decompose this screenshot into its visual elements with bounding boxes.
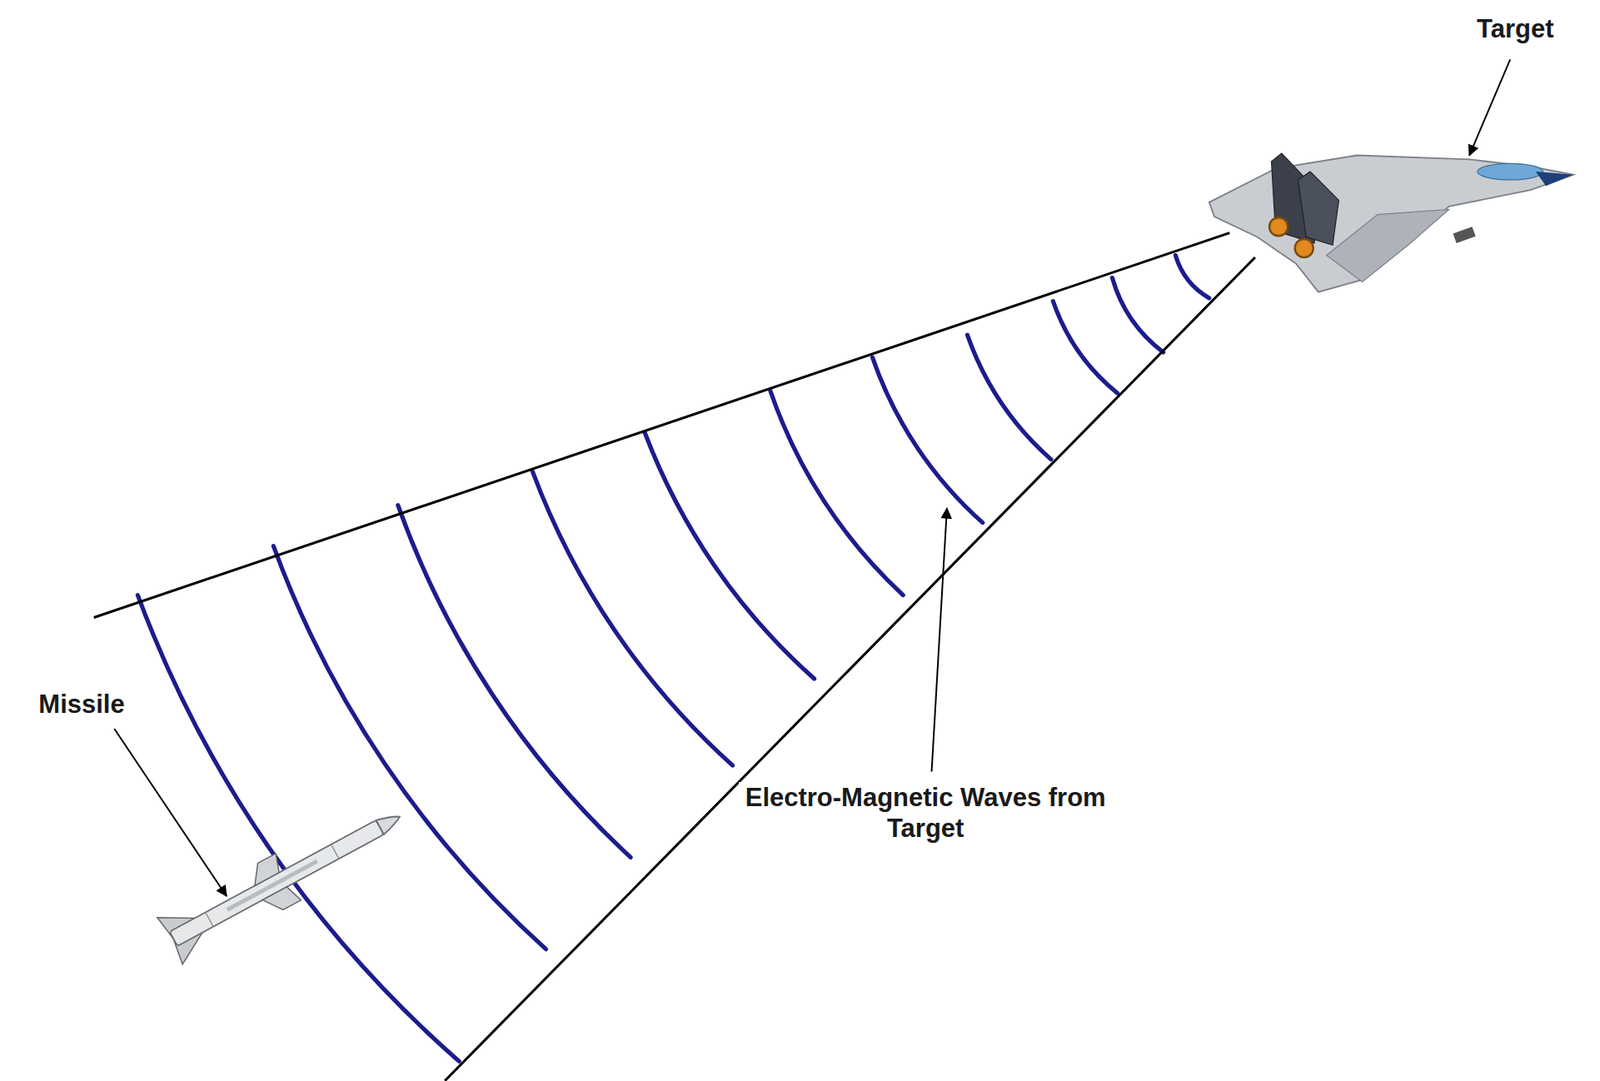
target-label: Target: [1476, 13, 1554, 45]
leader-arrow: [114, 728, 227, 897]
missile-label: Missile: [38, 688, 125, 720]
beam-edge: [94, 233, 1231, 619]
wave-front: [1175, 255, 1209, 299]
wave-front: [398, 505, 631, 858]
wave-front: [644, 433, 814, 679]
wave-front: [966, 334, 1051, 459]
missile: [157, 793, 413, 965]
wave-front: [137, 595, 459, 1062]
wave-front: [872, 357, 982, 523]
wave-front: [770, 391, 903, 596]
target-jet: [1209, 153, 1574, 293]
wave-front: [1111, 278, 1163, 353]
leader-arrow: [932, 508, 948, 772]
wave-front: [533, 471, 733, 766]
waves-label: Electro-Magnetic Waves from Target: [738, 782, 1112, 844]
beam-edge: [444, 257, 1256, 1081]
leader-arrow: [1469, 59, 1511, 155]
wave-front: [1052, 301, 1117, 394]
wave-front: [273, 546, 546, 950]
wave-fronts: [137, 255, 1209, 1062]
